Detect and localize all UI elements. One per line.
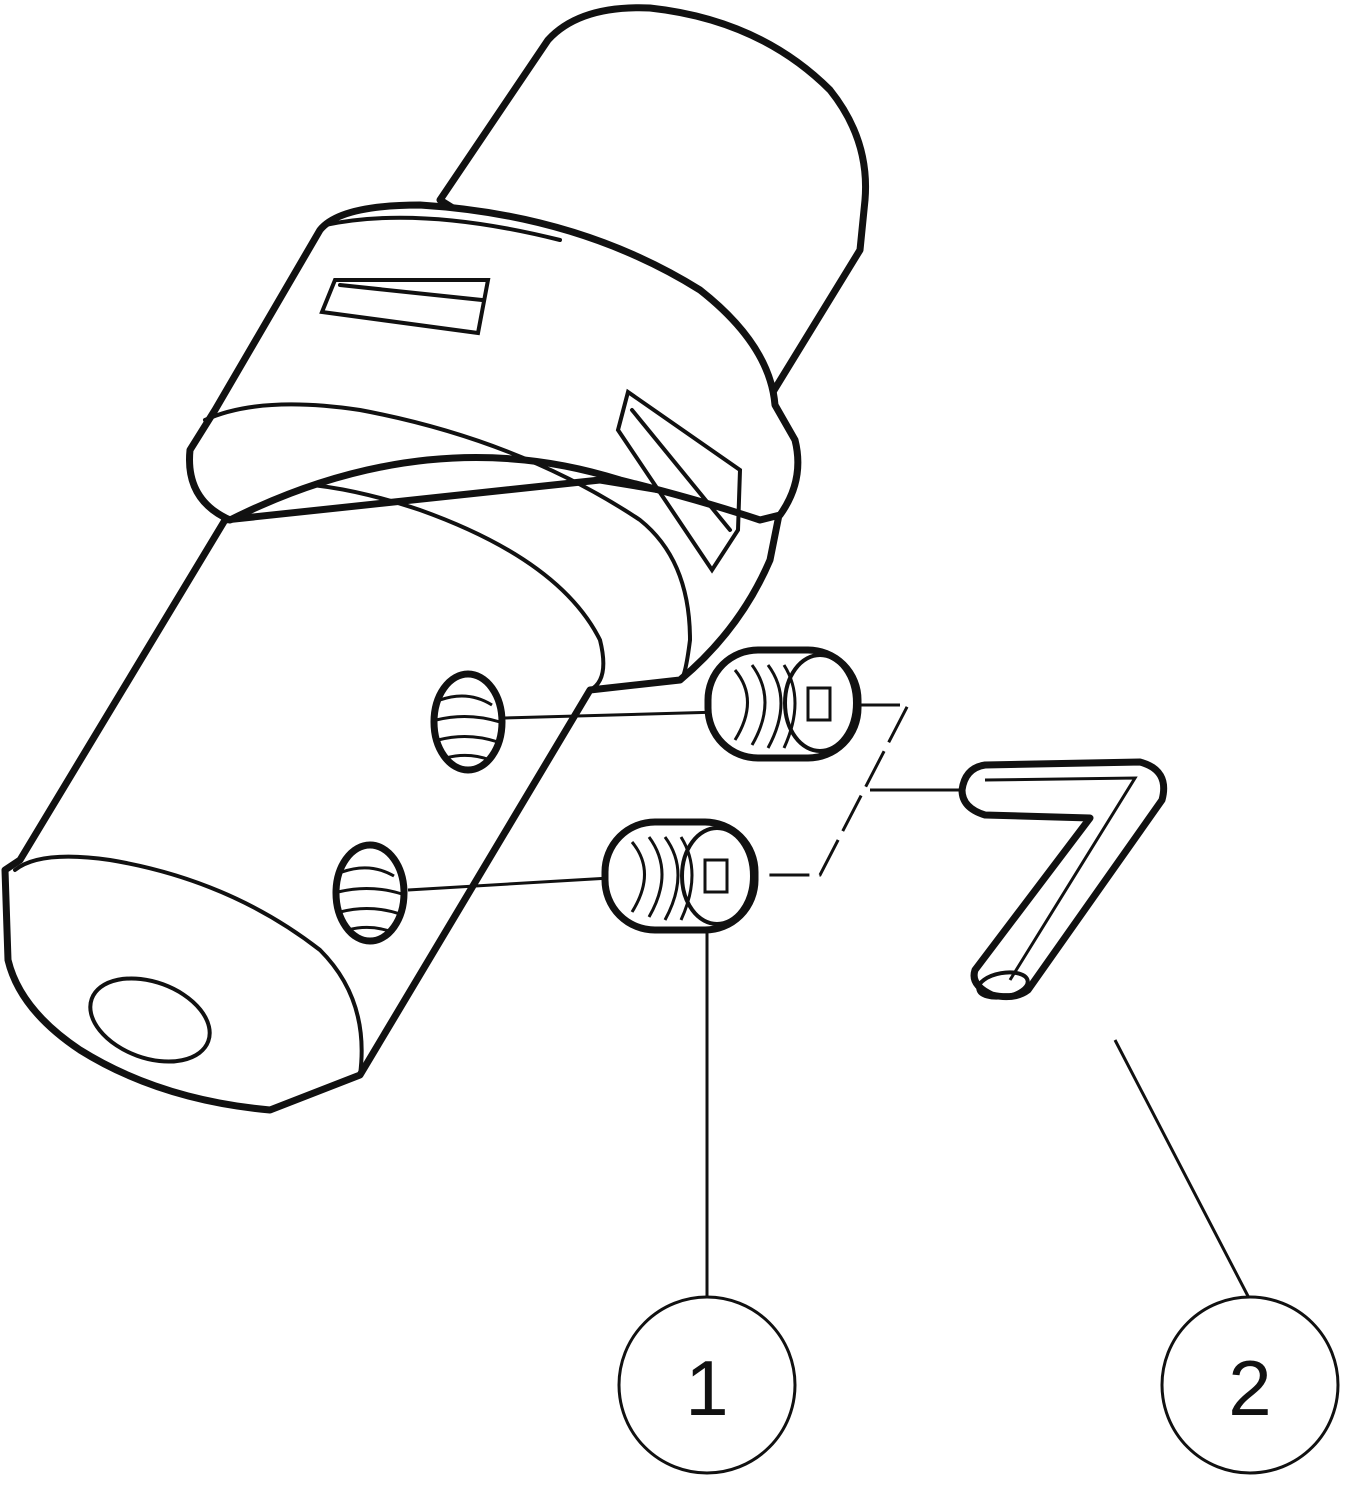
- assembly-lines: [407, 703, 970, 892]
- screw-hole-lower: [332, 841, 408, 945]
- callout-2-label: 2: [1228, 1344, 1271, 1432]
- tool-shank: [436, 4, 870, 409]
- screw-hole-upper: [430, 670, 506, 774]
- set-screw-upper: [704, 646, 862, 762]
- leader-line-2: [1113, 1039, 1252, 1301]
- collar: [186, 201, 802, 682]
- holder-body: [1, 476, 784, 1114]
- callout-1: 1: [617, 1295, 797, 1475]
- set-screw-lower: [601, 818, 759, 934]
- callout-1-label: 1: [685, 1344, 728, 1432]
- callout-2: 2: [1160, 1295, 1340, 1475]
- hex-key: [958, 758, 1168, 1001]
